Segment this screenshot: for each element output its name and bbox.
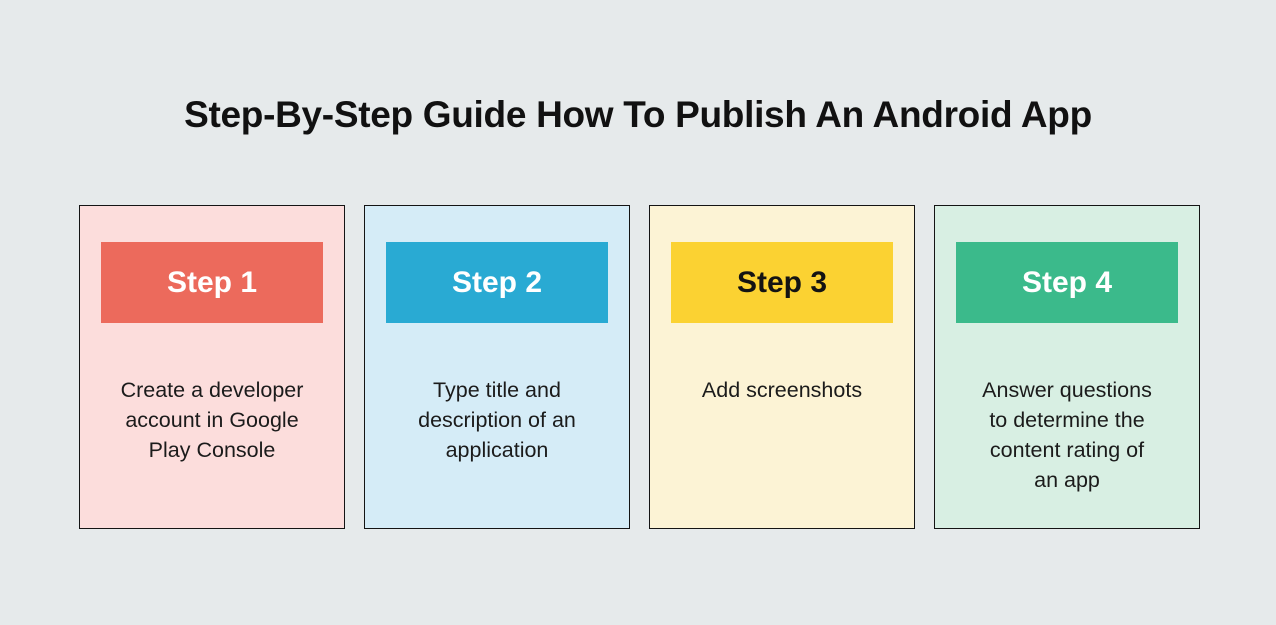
step-3-header-badge: Step 3 bbox=[671, 242, 893, 323]
step-card-4: Step 4 Answer questions to determine the… bbox=[934, 205, 1200, 529]
step-1-header-badge: Step 1 bbox=[101, 242, 323, 323]
step-4-header-badge: Step 4 bbox=[956, 242, 1178, 323]
step-card-3: Step 3 Add screenshots bbox=[649, 205, 915, 529]
step-2-description: Type title and description of an applica… bbox=[418, 378, 576, 462]
step-1-description: Create a developer account in Google Pla… bbox=[120, 378, 304, 462]
step-card-2: Step 2 Type title and description of an … bbox=[364, 205, 630, 529]
step-2-header-badge: Step 2 bbox=[386, 242, 608, 323]
step-card-1: Step 1 Create a developer account in Goo… bbox=[79, 205, 345, 529]
steps-row: Step 1 Create a developer account in Goo… bbox=[79, 205, 1200, 529]
step-3-description: Add screenshots bbox=[701, 378, 863, 402]
page-title: Step-By-Step Guide How To Publish An And… bbox=[184, 94, 1092, 135]
step-4-description: Answer questions to determine the conten… bbox=[982, 378, 1152, 492]
